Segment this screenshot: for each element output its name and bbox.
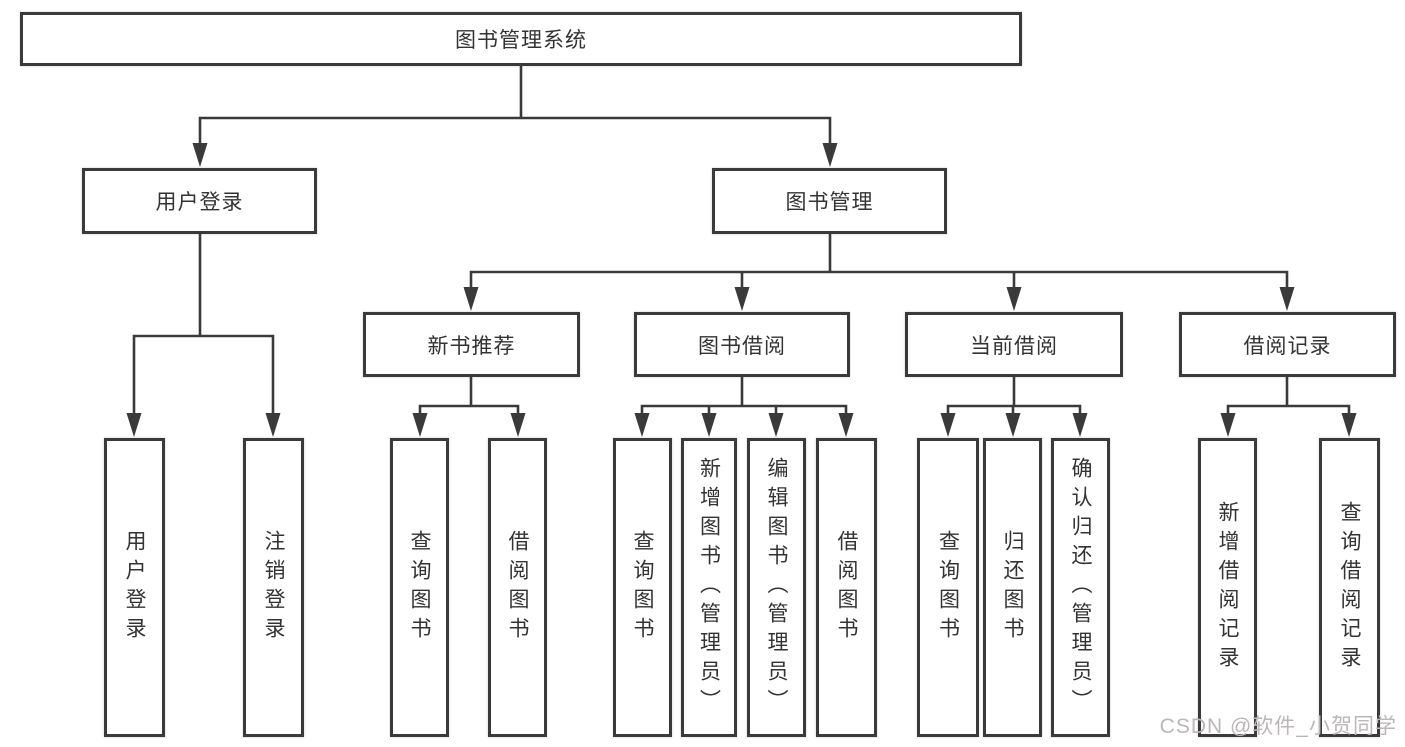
leaf-query-books-recommend: 查询图书 (390, 438, 449, 737)
watermark: CSDN @软件_小贺同学 (1159, 715, 1397, 738)
node-label: 新增借阅记录 (1216, 500, 1239, 675)
node-label: 查询图书 (631, 529, 654, 646)
node-label: 图书借阅 (698, 334, 786, 358)
node-library-management-system: 图书管理系统 (20, 12, 1022, 66)
node-label: 图书管理系统 (455, 29, 587, 52)
node-new-book-recommendation: 新书推荐 (363, 312, 580, 377)
leaf-query-books-current: 查询图书 (917, 438, 979, 737)
node-label: 新增图书（管理员） (697, 457, 721, 718)
node-label: 归还图书 (1001, 529, 1024, 646)
leaf-add-book-admin: 新增图书（管理员） (681, 438, 737, 737)
node-label: 借阅图书 (506, 529, 529, 646)
edge-lines (132, 64, 1351, 419)
leaf-query-borrow-record: 查询借阅记录 (1319, 438, 1380, 737)
node-current-borrowing: 当前借阅 (905, 312, 1123, 377)
node-label: 用户登录 (123, 529, 146, 646)
node-book-management: 图书管理 (712, 168, 947, 234)
node-label: 图书管理 (785, 191, 874, 214)
node-label: 确认归还（管理员） (1069, 457, 1092, 718)
node-label: 用户登录 (155, 191, 244, 214)
leaf-user-login: 用户登录 (104, 438, 165, 737)
node-label: 借阅图书 (835, 529, 858, 646)
node-label: 当前借阅 (970, 334, 1058, 358)
leaf-borrow-books-recommend: 借阅图书 (488, 438, 547, 737)
leaf-edit-book-admin: 编辑图书（管理员） (747, 438, 806, 737)
node-label: 查询图书 (408, 529, 431, 646)
leaf-logout: 注销登录 (243, 438, 304, 737)
node-borrowing-records: 借阅记录 (1179, 312, 1396, 377)
node-label: 借阅记录 (1243, 334, 1332, 358)
node-label: 查询借阅记录 (1338, 500, 1361, 675)
node-label: 编辑图书（管理员） (765, 457, 788, 718)
node-label: 注销登录 (262, 529, 285, 646)
node-label: 查询图书 (936, 529, 960, 646)
node-book-borrowing: 图书借阅 (634, 312, 850, 377)
leaf-borrow-books: 借阅图书 (816, 438, 877, 737)
leaf-add-borrow-record: 新增借阅记录 (1198, 438, 1257, 737)
leaf-return-books: 归还图书 (983, 438, 1042, 737)
node-label: 新书推荐 (427, 334, 516, 358)
leaf-query-books-borrowing: 查询图书 (613, 438, 672, 737)
leaf-confirm-return-admin: 确认归还（管理员） (1051, 438, 1110, 737)
edge-arrowheads (126, 143, 1357, 437)
node-user-login: 用户登录 (82, 168, 317, 234)
